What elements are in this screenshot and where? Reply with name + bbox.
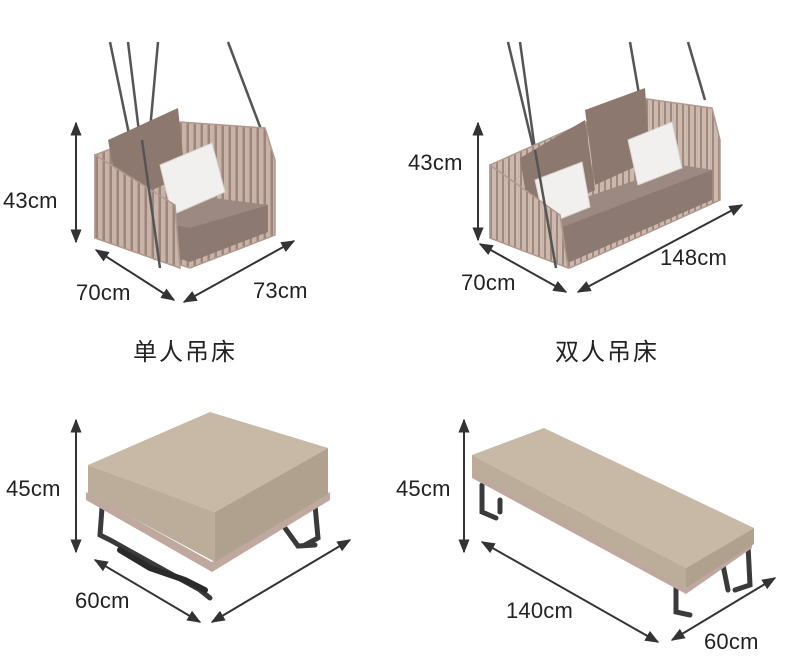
small-ottoman-depth-label: 60cm	[75, 588, 130, 613]
double-swing-caption: 双人吊床	[555, 338, 659, 366]
long-bench-width-label: 140cm	[506, 598, 574, 623]
long-bench-depth-label: 60cm	[704, 629, 759, 654]
long-bench-dimension-lines	[458, 418, 777, 643]
single-swing-height-label: 43cm	[3, 188, 58, 213]
small-ottoman-illustration	[86, 412, 330, 601]
single-swing-depth-label: 70cm	[76, 280, 131, 305]
double-swing-dimension-lines	[472, 121, 744, 293]
double-swing-illustration	[489, 41, 721, 270]
single-swing-width-label: 73cm	[253, 278, 308, 303]
single-swing-caption: 单人吊床	[133, 338, 237, 366]
single-swing-dimension-lines	[70, 121, 296, 303]
double-swing-width-label: 148cm	[660, 245, 728, 270]
long-bench-illustration	[472, 428, 754, 618]
double-swing-depth-label: 70cm	[461, 270, 516, 295]
long-bench-height-label: 45cm	[396, 476, 451, 501]
small-ottoman-dimension-lines	[70, 418, 352, 623]
double-swing-height-label: 43cm	[408, 150, 463, 175]
small-ottoman-height-label: 45cm	[6, 476, 61, 501]
single-swing-illustration	[94, 41, 276, 270]
